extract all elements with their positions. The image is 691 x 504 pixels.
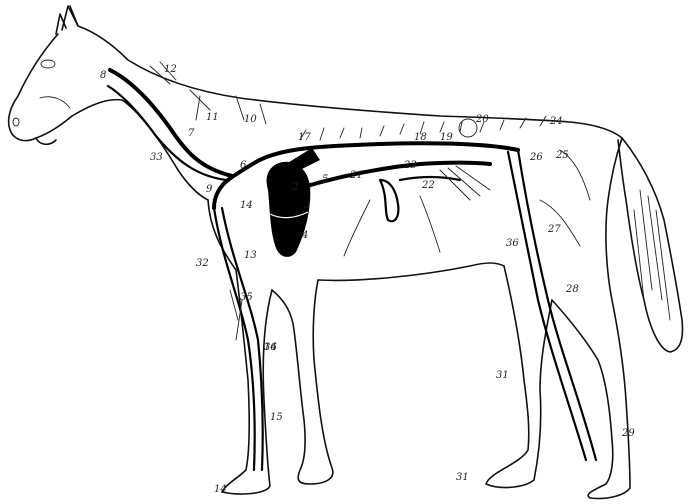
label-17: 17 (298, 132, 311, 143)
label-20: 20 (475, 114, 489, 125)
heart (267, 148, 320, 257)
label-8: 8 (100, 70, 106, 81)
label-14: 14 (240, 200, 253, 211)
vessels (108, 70, 596, 470)
label-28: 28 (565, 284, 579, 295)
label-25: 25 (555, 150, 569, 161)
label-31b: 31 (456, 472, 469, 483)
label-11: 11 (206, 112, 219, 123)
label-33: 33 (150, 152, 163, 163)
label-13: 13 (244, 250, 257, 261)
label-26: 26 (529, 152, 543, 163)
label-3: 3 (304, 200, 310, 211)
label-23: 23 (403, 160, 417, 171)
label-22: 22 (421, 180, 435, 191)
label-35: 35 (240, 292, 253, 303)
label-34: 34 (264, 342, 277, 353)
label-10: 10 (244, 114, 257, 125)
label-19: 19 (440, 132, 453, 143)
label-12: 12 (164, 64, 177, 75)
label-2: 2 (291, 182, 298, 193)
label-27: 27 (547, 224, 561, 235)
label-4: 4 (301, 230, 308, 241)
label-5: 5 (322, 174, 328, 185)
label-15: 15 (270, 412, 283, 423)
label-18: 18 (414, 132, 427, 143)
label-21: 21 (349, 170, 363, 181)
label-6: 6 (240, 160, 247, 171)
label-36: 36 (506, 238, 519, 249)
label-14b: 14 (214, 484, 227, 495)
label-32: 32 (196, 258, 209, 269)
label-31: 31 (496, 370, 509, 381)
label-9: 9 (206, 184, 213, 195)
label-29: 29 (621, 428, 635, 439)
label-7: 7 (188, 128, 195, 139)
label-24: 24 (549, 116, 563, 127)
